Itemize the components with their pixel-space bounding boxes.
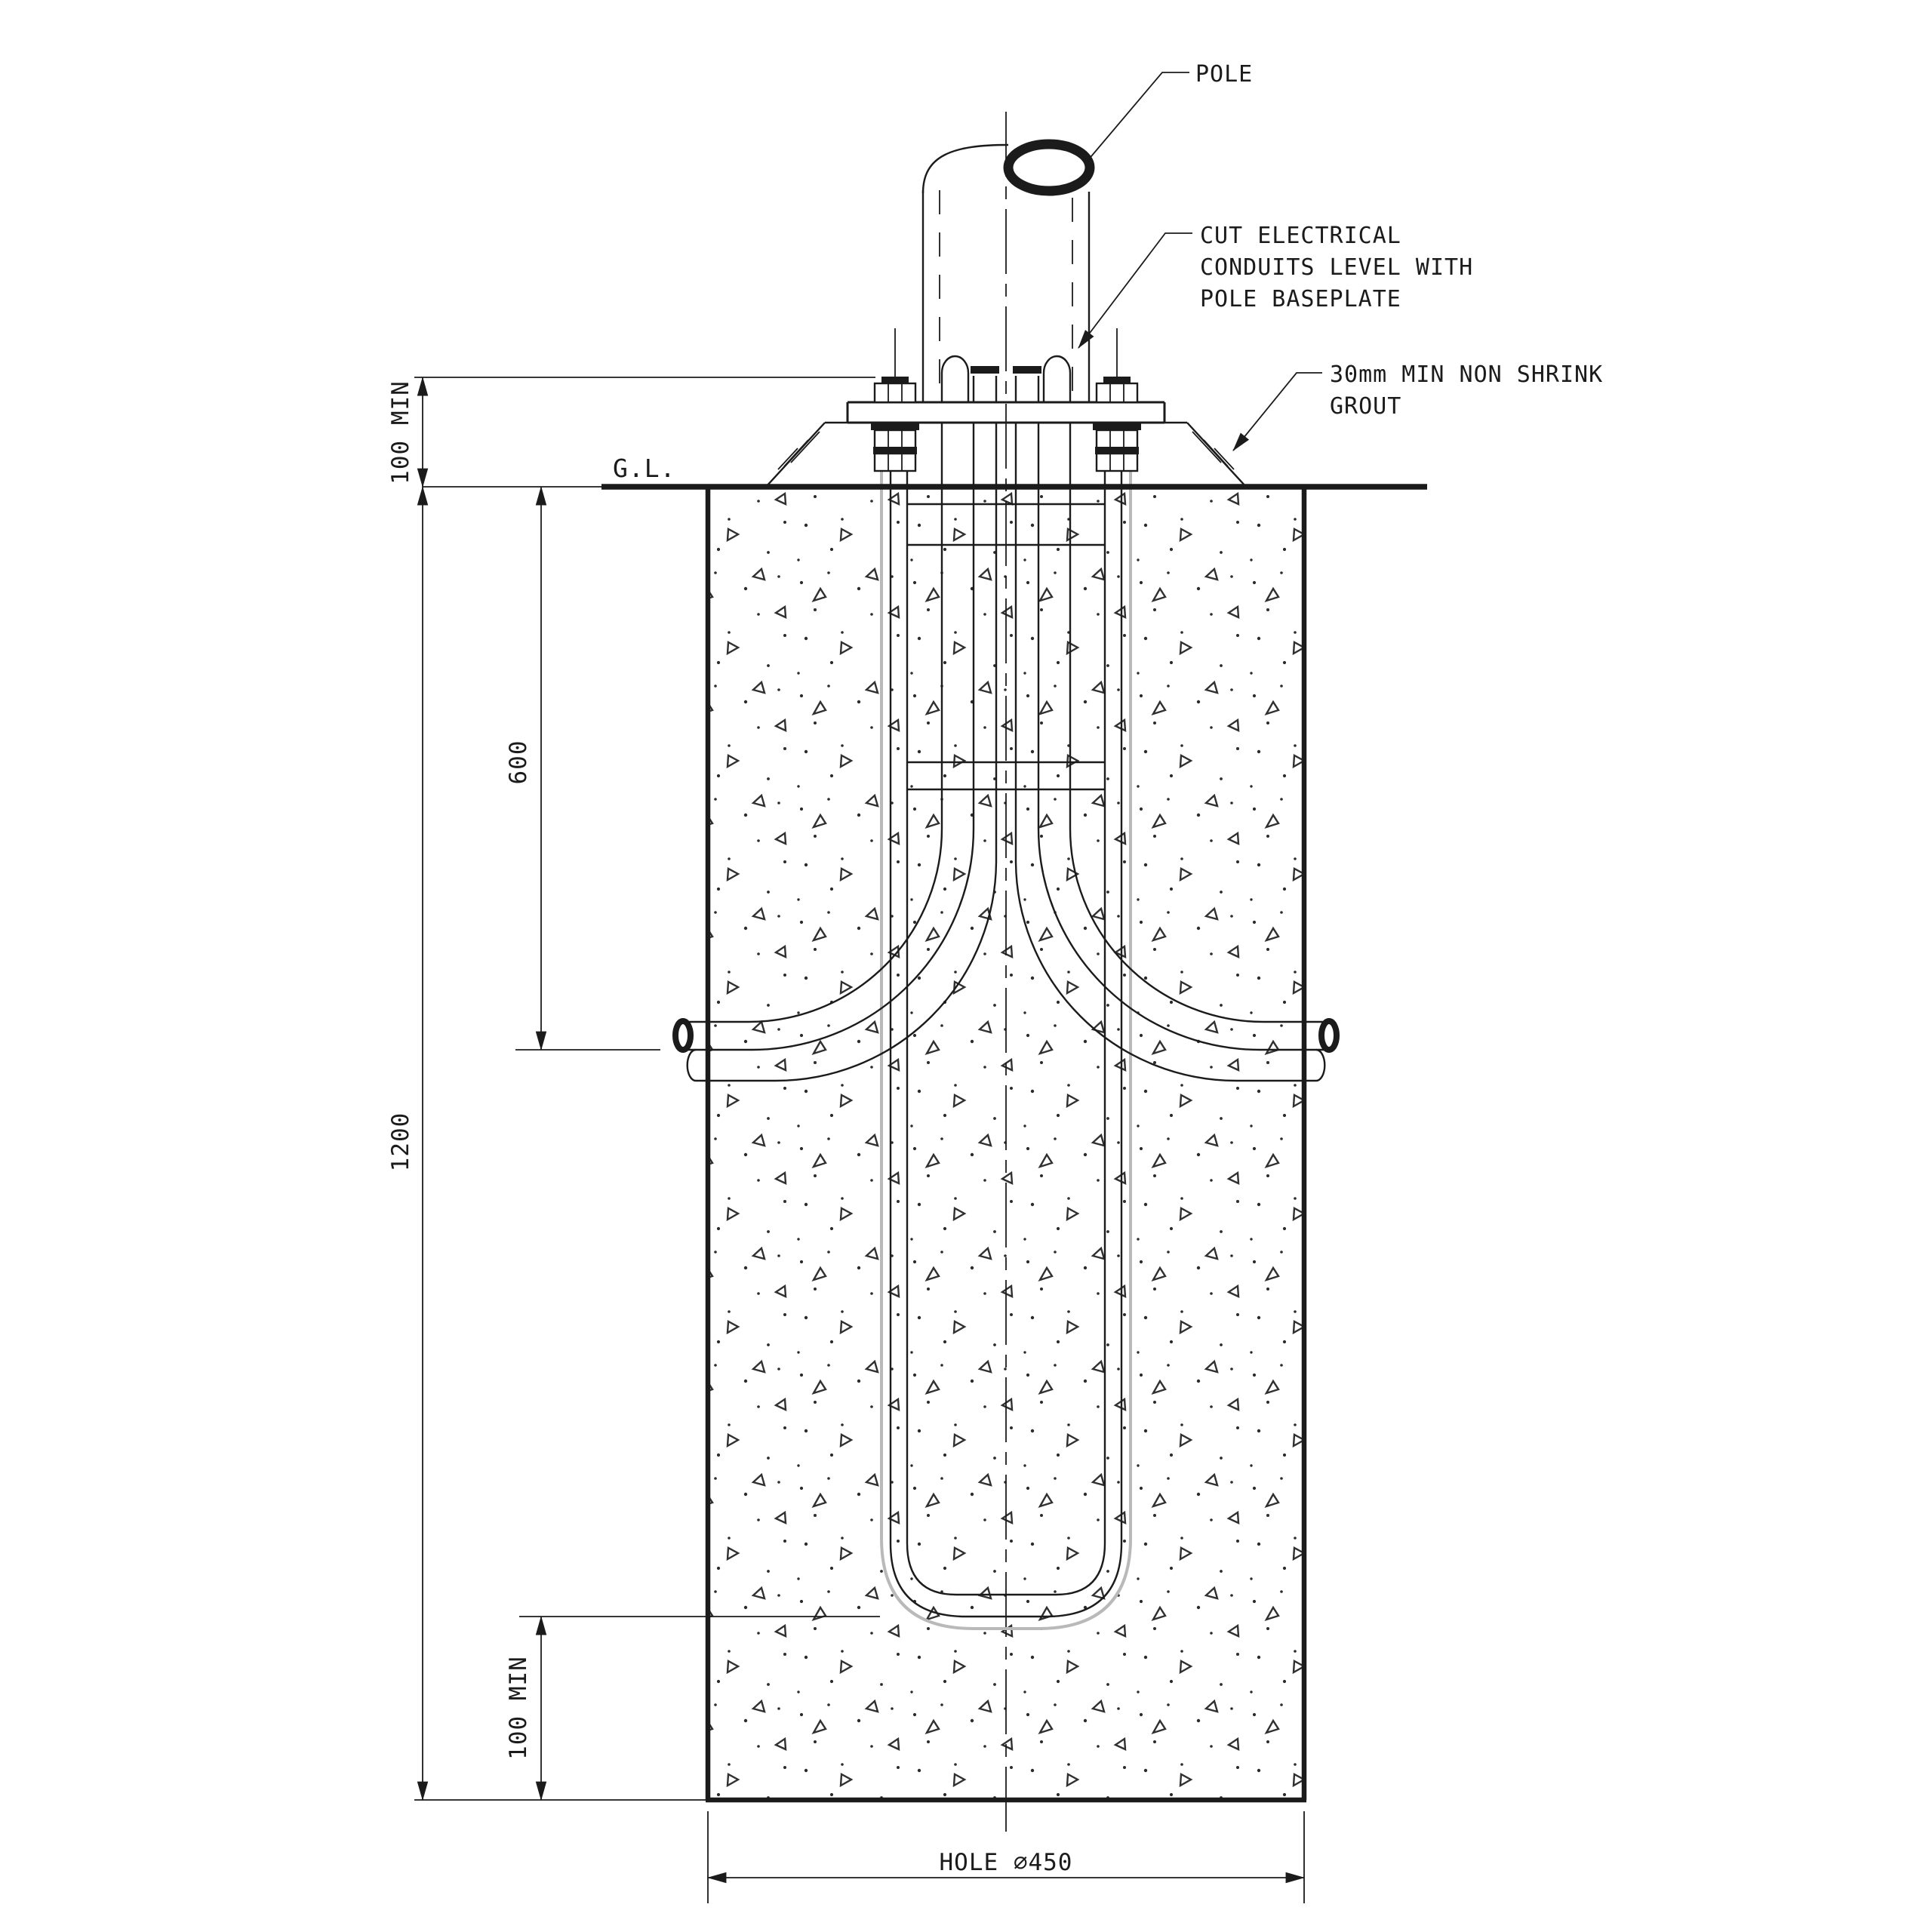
pole-top-arc	[921, 143, 1009, 194]
conduit-left-lower-end	[686, 1048, 697, 1082]
bolt-right-top-nut-facets	[1109, 383, 1124, 402]
cut-conduits-label-line1: CUT ELECTRICAL	[1200, 223, 1401, 249]
pole-leader	[1087, 72, 1189, 162]
conduit-top-outer-right	[1042, 355, 1072, 402]
cut-conduits-label-line2: CONDUITS LEVEL WITH	[1200, 254, 1473, 281]
anchor-bolt-hardware	[871, 328, 1141, 472]
bolt-right-nut-2	[1095, 452, 1139, 472]
conduit-right-line-2	[1037, 423, 1329, 1051]
bolt-left-nut-facets	[888, 430, 903, 471]
conduit-left-line-1	[683, 423, 943, 1023]
grout-hatch-right	[1192, 431, 1235, 470]
bolt-right-nut-facets	[1109, 430, 1124, 471]
bolt-right-nut-1	[1095, 429, 1139, 450]
conduit-left-line-2	[683, 423, 975, 1051]
grout-label-line1: 30mm MIN NON SHRINK	[1330, 361, 1603, 388]
bolt-left-nut-1	[873, 429, 917, 450]
dim-1200-label: 1200	[387, 1112, 414, 1172]
conduit-top-outer-left	[940, 355, 970, 402]
pole-label: POLE	[1195, 61, 1253, 88]
conduit-right-line-1	[1069, 423, 1329, 1023]
dim-100min-bottom-label: 100 MIN	[505, 1656, 532, 1760]
cut-conduits-leader	[1078, 232, 1192, 349]
dimensions: 100 MIN 1200 600 100 MIN HOLE ⌀450	[387, 376, 1306, 1903]
conduit-left-end-cap	[672, 1018, 694, 1053]
ext-lines-hole	[707, 1811, 1305, 1903]
bolt-inner-u	[906, 423, 1106, 1596]
bolt-echo-line	[880, 423, 1132, 1630]
grout-label-line2: GROUT	[1330, 393, 1401, 420]
bolt-left-top-nut-facets	[888, 383, 903, 402]
dim-hole-label: HOLE ⌀450	[940, 1849, 1073, 1876]
conduit-top-inner-left	[972, 376, 998, 402]
bolt-right-top-nut	[1095, 382, 1139, 404]
conduit-right-line-3	[1014, 423, 1316, 1082]
grout-leader	[1232, 372, 1322, 451]
bolt-left-nut-2	[873, 452, 917, 472]
grout-hatch-left	[777, 431, 820, 470]
baseplate-and-grout	[765, 401, 1247, 488]
conduit-left-line-3	[696, 423, 998, 1082]
baseplate	[846, 401, 1166, 424]
electrical-conduits	[672, 355, 1340, 1082]
dim-100min-top-label: 100 MIN	[387, 380, 414, 485]
conduit-right-lower-end	[1315, 1048, 1326, 1082]
conduit-top-inner-right	[1014, 376, 1040, 402]
conduit-right-end-cap	[1318, 1018, 1340, 1053]
dim-600-label: 600	[505, 740, 532, 785]
leader-notes: POLE CUT ELECTRICAL CONDUITS LEVEL WITH …	[1078, 61, 1603, 451]
pole-top-opening-ellipse	[1003, 139, 1095, 196]
bolt-left-top-nut	[873, 382, 917, 404]
ground-level-label: G.L.	[613, 454, 675, 483]
bolt-outer-u	[889, 423, 1123, 1618]
ground-line: G.L.	[423, 454, 1427, 490]
cut-conduits-label-line3: POLE BASEPLATE	[1200, 286, 1401, 312]
anchor-bolt-cage	[880, 423, 1132, 1630]
pole	[921, 139, 1095, 402]
